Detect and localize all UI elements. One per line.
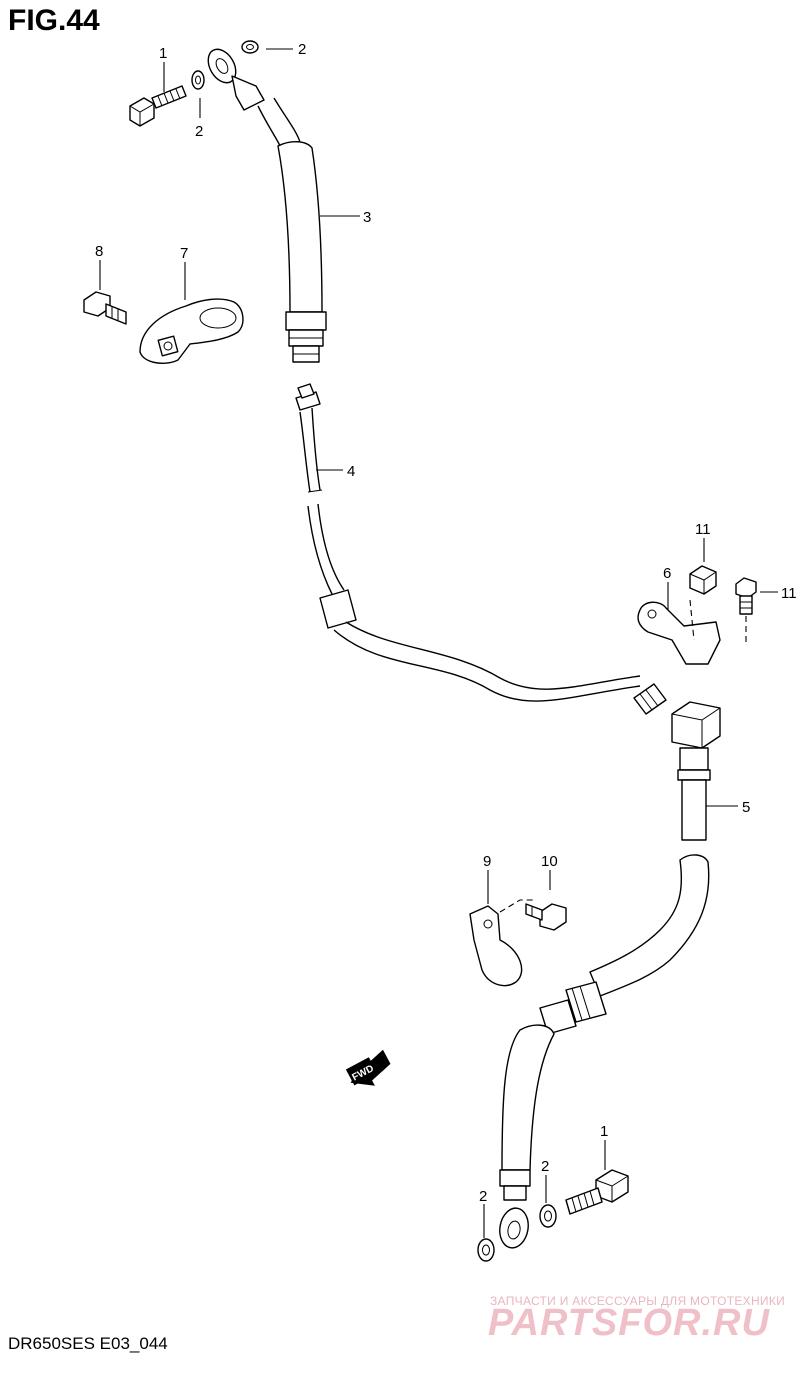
bolt-10 (525, 903, 567, 931)
callout-2-top-right: 2 (298, 41, 306, 58)
callout-labels: 1 2 2 3 8 7 4 11 6 11 5 9 10 1 2 2 (95, 41, 797, 1205)
brake-hose-upper (207, 48, 327, 363)
callout-8: 8 (95, 243, 103, 260)
watermark-subtitle: ЗАПЧАСТИ И АКСЕССУАРЫ ДЛЯ МОТОТЕХНИКИ (490, 1294, 786, 1308)
washer-top-left (191, 70, 205, 90)
callout-11-top: 11 (695, 521, 711, 538)
callout-2-bottom-left: 2 (479, 1188, 487, 1205)
callout-10: 10 (541, 853, 558, 870)
callout-7: 7 (180, 245, 188, 262)
washer-top-right (241, 40, 259, 54)
callout-5: 5 (742, 799, 750, 816)
callout-11-right: 11 (781, 585, 797, 602)
model-code: DR650SES E03_044 (8, 1334, 168, 1353)
bolt-11-top (689, 565, 717, 595)
figure-title: FIG.44 (8, 4, 100, 37)
fwd-arrow-icon: FWD (345, 1049, 391, 1086)
watermark-logo: PARTSFOR.RU (488, 1302, 770, 1344)
clamp-9 (469, 899, 536, 987)
callout-9: 9 (483, 853, 491, 870)
washer-bottom-left (477, 1238, 495, 1262)
brake-pipe-4 (295, 383, 667, 715)
callout-2-bottom-right: 2 (541, 1158, 549, 1175)
callout-3: 3 (363, 209, 371, 226)
union-bolt-top (129, 85, 187, 127)
callout-1-bottom: 1 (600, 1123, 608, 1140)
union-bolt-bottom (565, 1169, 629, 1215)
leader-lines (99, 48, 778, 1238)
bolt-11-right (735, 577, 757, 615)
brake-hose-lower (499, 701, 721, 1249)
callout-1-top: 1 (159, 45, 167, 62)
callout-2-top-left: 2 (195, 123, 203, 140)
bolt-8 (83, 291, 127, 325)
washer-bottom-right (539, 1204, 557, 1228)
bracket-6 (637, 599, 747, 665)
clamp-7 (139, 298, 244, 364)
callout-6: 6 (663, 565, 671, 582)
callout-4: 4 (347, 463, 355, 480)
